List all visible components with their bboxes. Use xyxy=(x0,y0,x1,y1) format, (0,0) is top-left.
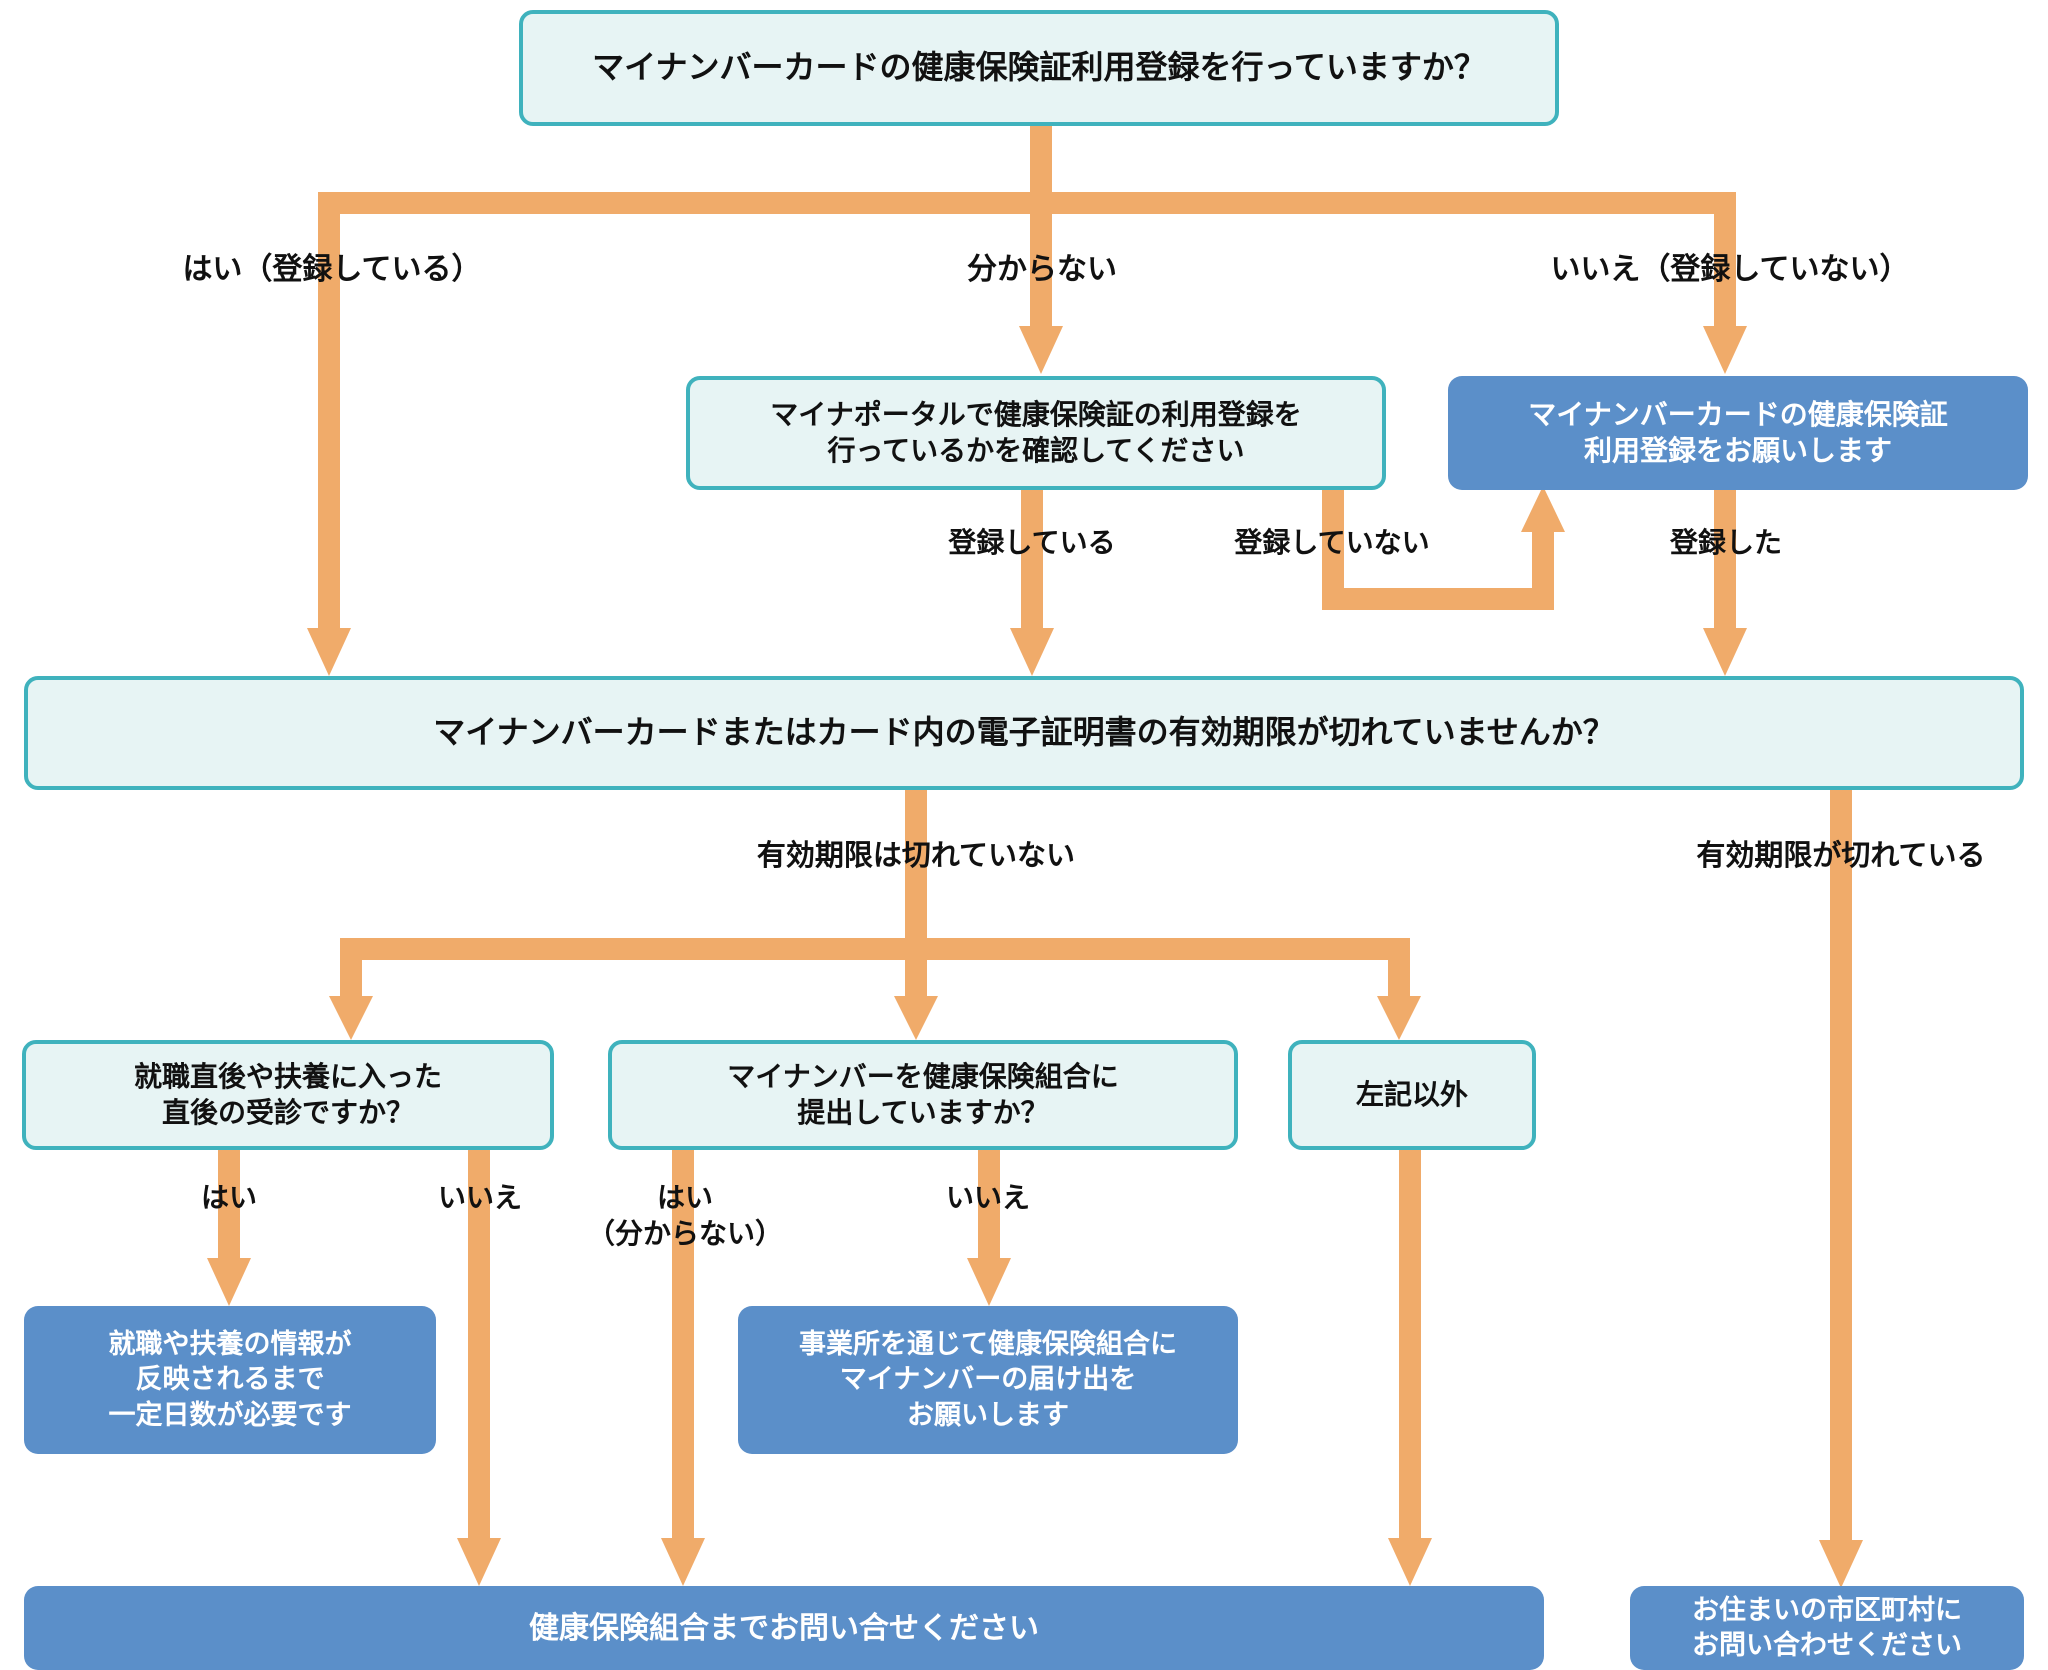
connector-q2-yes xyxy=(1021,490,1043,640)
arrowhead-q4-no xyxy=(457,1538,501,1586)
node-a3-label: 事業所を通じて健康保険組合に マイナンバーの届け出を お願いします xyxy=(799,1329,1177,1430)
node-a5[interactable]: お住まいの市区町村に お問い合わせください xyxy=(1630,1586,2024,1670)
node-q5[interactable]: マイナンバーを健康保険組合に 提出していますか？ xyxy=(608,1040,1238,1150)
node-q2-label: マイナポータルで健康保険証の利用登録を 行っているかを確認してください xyxy=(770,398,1302,466)
edge-label-q4-no: いいえ xyxy=(437,1182,522,1213)
connector-q2-no-up xyxy=(1532,530,1554,610)
arrowhead-q6-down xyxy=(1388,1538,1432,1586)
connector-bus-top xyxy=(318,192,1736,214)
arrowhead-q3-right-to-a5 xyxy=(1819,1540,1863,1588)
connector-bus-mid xyxy=(340,938,1410,960)
arrowhead-to-q4 xyxy=(329,996,373,1040)
connector-mid-stem xyxy=(1030,192,1052,340)
node-a2-label: 就職や扶養の情報が 反映されるまで 一定日数が必要です xyxy=(108,1329,352,1430)
connector-left-stem xyxy=(318,192,340,642)
node-q1[interactable]: マイナンバーカードの健康保険証利用登録を行っていますか？ xyxy=(519,10,1559,126)
edge-label-expired: 有効期限が切れている xyxy=(1696,840,1986,872)
arrowhead-a1-to-q3 xyxy=(1703,628,1747,676)
connector-q3-right-stem xyxy=(1830,790,1852,1550)
connector-q2-no-across xyxy=(1322,588,1554,610)
connector-to-q5-stem xyxy=(905,938,927,1008)
connector-to-q6-stem xyxy=(1388,938,1410,1008)
edge-label-did-register: 登録した xyxy=(1669,527,1782,558)
arrowhead-q5-yes xyxy=(661,1538,705,1586)
arrowhead-left-to-q3 xyxy=(307,628,351,676)
connector-q5-no xyxy=(978,1150,1000,1270)
node-q3-label: マイナンバーカードまたはカード内の電子証明書の有効期限が切れていませんか？ xyxy=(433,714,1615,751)
connector-a1-down xyxy=(1714,490,1736,640)
edge-label-not-registered: 登録していない xyxy=(1234,527,1430,558)
node-a1-label: マイナンバーカードの健康保険証 利用登録をお願いします xyxy=(1528,398,1948,466)
arrowhead-to-q5 xyxy=(894,996,938,1040)
edge-label-unknown: 分からない xyxy=(967,253,1117,286)
node-q2[interactable]: マイナポータルで健康保険証の利用登録を 行っているかを確認してください xyxy=(686,376,1386,490)
connector-q3-down xyxy=(905,790,927,940)
edge-label-q5-no: いいえ xyxy=(945,1182,1030,1213)
arrowhead-to-q6 xyxy=(1377,996,1421,1040)
node-a3[interactable]: 事業所を通じて健康保険組合に マイナンバーの届け出を お願いします xyxy=(738,1306,1238,1454)
node-q4[interactable]: 就職直後や扶養に入った 直後の受診ですか？ xyxy=(22,1040,554,1150)
node-q5-label: マイナンバーを健康保険組合に 提出していますか？ xyxy=(727,1060,1119,1128)
node-a4-label: 健康保険組合までお問い合せください xyxy=(529,1611,1039,1645)
connector-q6-down xyxy=(1399,1150,1421,1550)
connector-q1-down xyxy=(1030,124,1052,192)
connector-q4-yes xyxy=(218,1150,240,1270)
connector-q5-yes xyxy=(672,1150,694,1550)
arrowhead-q2-no-to-a1 xyxy=(1521,486,1565,532)
arrowhead-right-to-a1 xyxy=(1703,326,1747,374)
connector-q2-no-down xyxy=(1322,490,1344,610)
node-q4-label: 就職直後や扶養に入った 直後の受診ですか？ xyxy=(133,1060,442,1128)
node-q1-label: マイナンバーカードの健康保険証利用登録を行っていますか？ xyxy=(592,49,1486,86)
connector-right-stem xyxy=(1714,192,1736,340)
node-a2[interactable]: 就職や扶養の情報が 反映されるまで 一定日数が必要です xyxy=(24,1306,436,1454)
edge-label-no-not-registered: いいえ（登録していない） xyxy=(1550,253,1910,286)
connector-to-q4-stem xyxy=(340,938,362,1008)
node-a5-label: お住まいの市区町村に お問い合わせください xyxy=(1692,1594,1962,1660)
edge-label-registered: 登録している xyxy=(948,527,1116,558)
edge-label-not-expired: 有効期限は切れていない xyxy=(756,840,1076,872)
arrowhead-mid-to-q2 xyxy=(1019,326,1063,374)
edge-label-q5-yes: はい （分からない） xyxy=(586,1182,783,1250)
node-q6[interactable]: 左記以外 xyxy=(1288,1040,1536,1150)
edge-label-q4-yes: はい xyxy=(200,1182,257,1213)
edge-label-yes-registered: はい（登録している） xyxy=(182,253,482,286)
connector-q4-no xyxy=(468,1150,490,1550)
arrowhead-q2-yes xyxy=(1010,628,1054,676)
arrowhead-q5-no xyxy=(967,1258,1011,1306)
node-a4[interactable]: 健康保険組合までお問い合せください xyxy=(24,1586,1544,1670)
node-q6-label: 左記以外 xyxy=(1355,1078,1468,1110)
node-q3[interactable]: マイナンバーカードまたはカード内の電子証明書の有効期限が切れていませんか？ xyxy=(24,676,2024,790)
node-a1[interactable]: マイナンバーカードの健康保険証 利用登録をお願いします xyxy=(1448,376,2028,490)
arrowhead-q4-yes xyxy=(207,1258,251,1306)
